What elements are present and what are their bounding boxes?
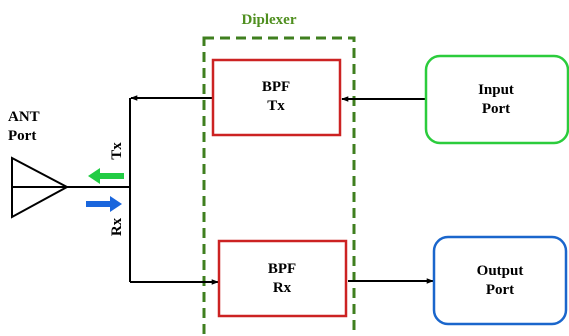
bpf-rx-label-line2: Rx	[273, 280, 292, 296]
bpf-tx-label-line1: BPF	[262, 79, 290, 95]
bpf-rx-label-line1: BPF	[268, 261, 296, 277]
output-port-label-line1: Output	[477, 263, 524, 279]
input-port-label-line2: Port	[482, 101, 510, 117]
bpf-tx-label-line2: Tx	[267, 98, 285, 114]
output-port-block	[432, 235, 568, 326]
rx-arrow-icon	[86, 196, 122, 212]
tx-label: Tx	[109, 142, 125, 160]
output-port-label-line2: Port	[486, 282, 514, 298]
ant-port-label-line2: Port	[8, 128, 36, 144]
input-port-label-line1: Input	[478, 82, 514, 98]
rx-label: Rx	[109, 217, 125, 236]
tx-arrow-icon	[88, 168, 124, 184]
diplexer-enclosure	[202, 36, 356, 336]
bpf-tx-block	[211, 58, 342, 137]
ant-port-label-line1: ANT	[8, 109, 40, 125]
input-port-block	[424, 54, 569, 145]
diplexer-title: Diplexer	[242, 12, 297, 28]
bpf-rx-block	[217, 239, 348, 318]
antenna-icon	[11, 156, 130, 219]
